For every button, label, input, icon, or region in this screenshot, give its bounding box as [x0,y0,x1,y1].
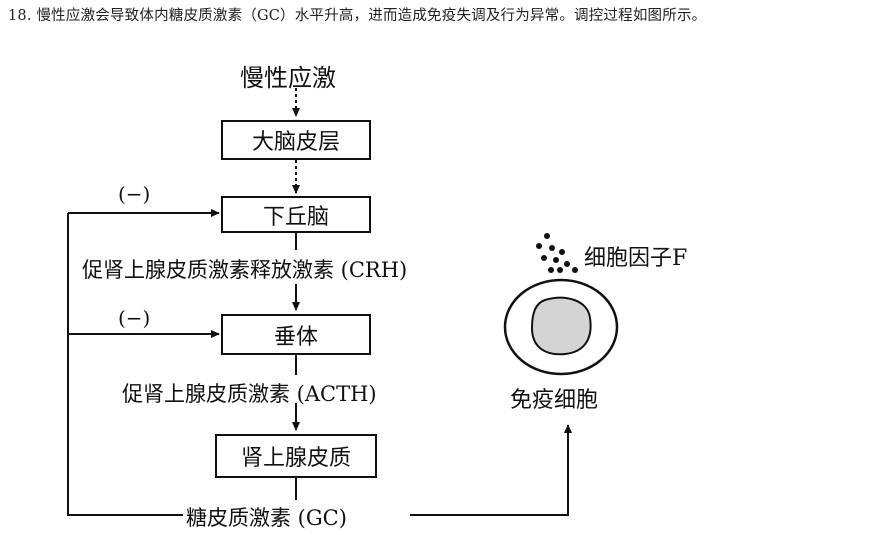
cortex-box: 大脑皮层 [221,120,371,160]
hypothalamus-box: 下丘脑 [221,196,371,233]
pituitary-box: 垂体 [221,314,371,355]
adrenal-label: 肾上腺皮质 [240,446,351,471]
immune-cell-label: 免疫细胞 [510,388,599,413]
adrenal-box: 肾上腺皮质 [215,434,377,478]
cytokine-label: 细胞因子F [584,246,688,271]
immune-cell-nucleus [530,296,592,356]
stimulus-label: 慢性应激 [240,64,336,92]
feedback-minus-mid: (−) [118,306,151,330]
gc-label: 糖皮质激素 (GC) [186,506,347,530]
cytokine-dots [536,233,578,273]
arrow-gc-to-immune [410,424,572,516]
cortex-label: 大脑皮层 [251,130,340,155]
hypothalamus-label: 下丘脑 [262,204,329,230]
crh-label: 促肾上腺皮质激素释放激素 (CRH) [82,258,408,282]
acth-label: 促肾上腺皮质激素 (ACTH) [122,382,377,406]
pituitary-label: 垂体 [273,324,318,350]
question-text: 18. 慢性应激会导致体内糖皮质激素（GC）水平升高，进而造成免疫失调及行为异常… [8,8,707,24]
feedback-minus-top: (−) [118,182,151,206]
feedback-loop-line [67,213,183,516]
